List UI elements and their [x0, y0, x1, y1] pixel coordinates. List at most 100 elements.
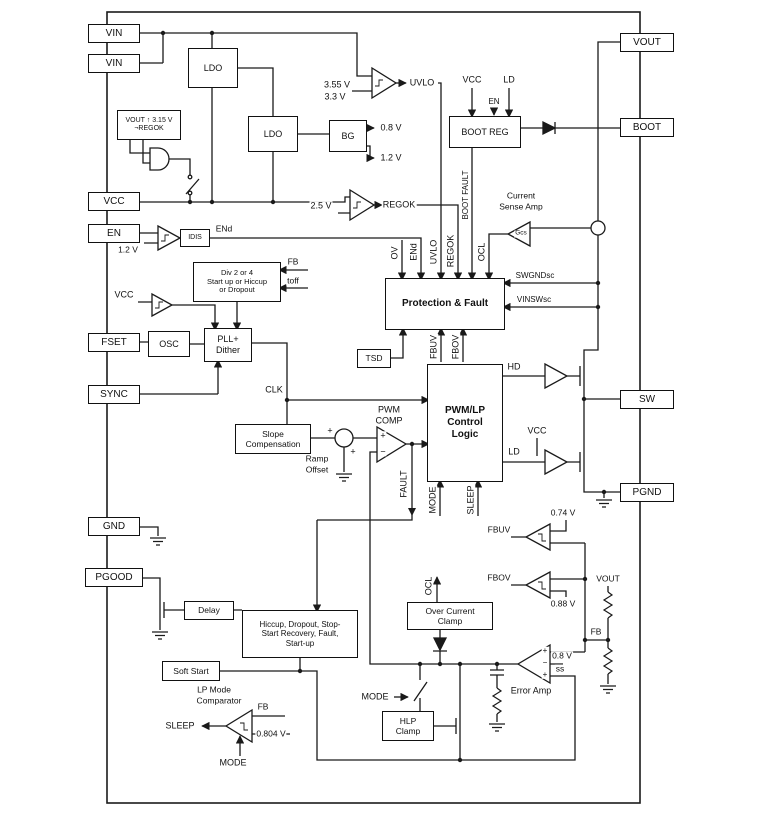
- block-ldo-2: LDO: [248, 116, 298, 152]
- junction-dots: [160, 30, 611, 763]
- pin-vout: VOUT: [620, 33, 674, 52]
- hysteresis-icon: [155, 79, 546, 731]
- block-oc-clamp-line: Clamp: [437, 616, 463, 626]
- fbov-comparator: [524, 570, 551, 600]
- ld-driver: [544, 448, 569, 476]
- current-sense-element: [590, 220, 606, 236]
- switch-lever: [185, 178, 428, 702]
- label-vcc-buf: VCC: [113, 289, 135, 300]
- fbuv-comparator: [524, 522, 551, 552]
- label-cs-amp-1: Current: [505, 190, 537, 201]
- label-hd: HD: [506, 361, 522, 372]
- regok-comparator: [349, 188, 376, 222]
- block-bandgap-line: BG: [341, 130, 355, 141]
- label-gcs: Gcs: [514, 229, 528, 238]
- uvlo-comparator: [371, 66, 398, 100]
- label-regok-out: REGOK: [381, 199, 417, 210]
- label-fbuv-v: FBUV: [428, 333, 439, 361]
- block-delay: Delay: [184, 601, 234, 620]
- label-ramp-2: Offset: [304, 464, 330, 475]
- label-ref-12-en: 1.2 V: [117, 244, 139, 255]
- label-mode-hlp: MODE: [360, 691, 390, 702]
- block-pwm-lp-logic-line: Control: [447, 417, 483, 429]
- label-uvlo-v: UVLO: [428, 238, 439, 266]
- label-sleep-out: SLEEP: [164, 720, 196, 731]
- block-div-2-4-line: Div 2 or 4: [220, 267, 254, 277]
- block-tsd: TSD: [357, 349, 391, 368]
- block-hiccup-line: Start Recovery, Fault,: [261, 629, 339, 639]
- block-protection-fault: Protection & Fault: [385, 278, 505, 330]
- block-pwm-lp-logic-line: PWM/LP: [445, 405, 485, 417]
- label-minus-ea: −: [541, 657, 549, 668]
- label-vout-div: VOUT: [595, 573, 621, 584]
- label-plus-sigma-2: +: [349, 446, 357, 457]
- label-sleep-v: SLEEP: [465, 484, 476, 516]
- block-idis: IDIS: [180, 229, 210, 247]
- label-ramp-1: Ramp: [304, 453, 330, 464]
- pin-sw: SW: [620, 390, 674, 409]
- label-fb-tap: FB: [589, 626, 603, 637]
- block-ldo-2-line: LDO: [263, 128, 283, 139]
- block-soft-start: Soft Start: [162, 661, 220, 681]
- label-ld: LD: [507, 446, 521, 457]
- block-ldo-1-line: LDO: [203, 62, 223, 73]
- label-bootreg-vcc: VCC: [461, 74, 483, 85]
- block-div-2-4-line: or Dropout: [219, 285, 255, 295]
- label-plus-pwm: +: [379, 430, 387, 441]
- label-plus-sigma-1: +: [326, 425, 334, 436]
- label-ref-08: 0.8 V: [379, 122, 403, 133]
- block-hlp-clamp-line: HLP: [399, 715, 417, 726]
- pin-vin-1: VIN: [88, 24, 140, 43]
- pin-gnd: GND: [88, 517, 140, 536]
- label-swgnd-sc: SWGNDsc: [514, 270, 556, 281]
- block-hiccup: Hiccup, Dropout, Stop-Start Recovery, Fa…: [242, 610, 358, 658]
- chip-outline: [106, 11, 641, 804]
- block-ldo-1: LDO: [188, 48, 238, 88]
- label-mode-lp: MODE: [218, 757, 248, 768]
- fault-flow-arrowhead: [408, 508, 416, 516]
- block-slope-comp-line: Slope: [262, 428, 284, 439]
- label-end-v: ENd: [408, 242, 419, 262]
- label-ref-0804: 0.804 V: [255, 728, 287, 739]
- en-comparator: [157, 224, 182, 252]
- label-minus-pwm: −: [379, 446, 387, 457]
- pin-sync: SYNC: [88, 385, 140, 404]
- label-ocl2-v: OCL: [423, 575, 434, 597]
- label-pwm-1: PWM: [377, 404, 401, 415]
- block-osc-line: OSC: [159, 338, 179, 349]
- switch-contact: [187, 174, 193, 180]
- label-ref-074: 0.74 V: [549, 507, 577, 518]
- block-boot-reg-line: BOOT REG: [461, 126, 509, 137]
- label-ref-25: 2.5 V: [309, 200, 333, 211]
- switch-contact: [187, 190, 193, 196]
- label-bootreg-ld: LD: [502, 74, 516, 85]
- block-vout-cond-line: VOUT ↑ 3.15 V: [125, 116, 173, 124]
- pin-pgnd: PGND: [620, 483, 674, 502]
- label-pwm-2: COMP: [374, 415, 404, 426]
- label-ref-08-ea: 0.8 V: [551, 650, 573, 661]
- block-boot-reg: BOOT REG: [449, 116, 521, 148]
- label-clk: CLK: [264, 384, 284, 395]
- pin-en: EN: [88, 224, 140, 243]
- label-thr-33: 3.3 V: [323, 91, 347, 102]
- block-oc-clamp-line: Over Current: [425, 605, 475, 616]
- vcc-buffer: [151, 292, 174, 318]
- label-plus-ea-2: +: [541, 669, 549, 680]
- block-hiccup-line: Start-up: [285, 638, 315, 648]
- label-mode-v: MODE: [427, 485, 438, 515]
- mosfet-gate-bars: [163, 366, 581, 734]
- label-regok-v: REGOK: [445, 233, 456, 269]
- label-fbuv-cmp: FBUV: [486, 524, 512, 535]
- label-error-amp: Error Amp: [509, 685, 553, 696]
- block-slope-comp-line: Compensation: [245, 439, 301, 449]
- block-hlp-clamp-line: Clamp: [395, 726, 421, 736]
- block-protection-fault-line: Protection & Fault: [401, 298, 489, 310]
- boot-diode: [542, 120, 557, 136]
- label-en-d: ENd: [214, 223, 234, 234]
- block-bandgap: BG: [329, 120, 367, 152]
- summing-node: [334, 428, 354, 448]
